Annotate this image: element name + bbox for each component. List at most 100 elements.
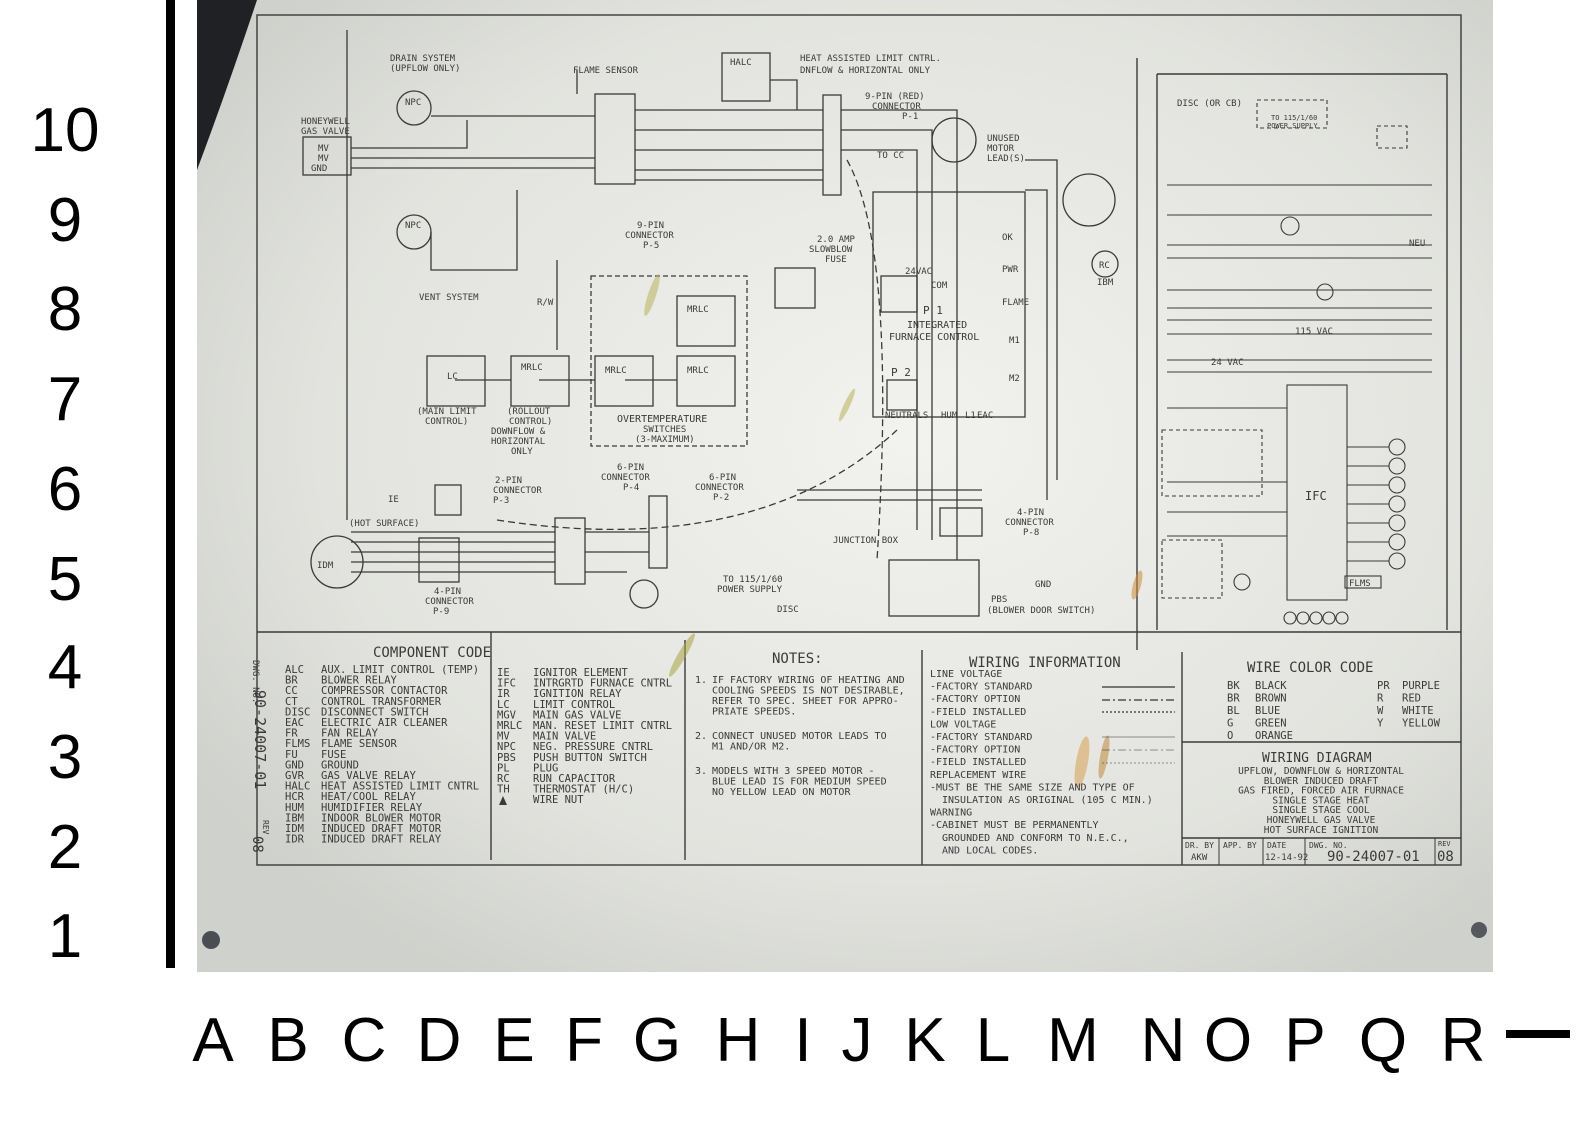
component-code-abbr: MV — [497, 731, 510, 743]
dwg-no-label-2: DWG. NO. — [1309, 841, 1348, 850]
row-label: 3 — [47, 723, 83, 792]
component-code-abbr: FLMS — [285, 738, 310, 750]
diagram-label: 2-PIN — [495, 476, 522, 486]
diagram-label: MRLC — [521, 363, 543, 373]
component-code-abbr: PBS — [497, 752, 516, 764]
wire-color-abbr: W — [1377, 705, 1384, 717]
wiring-diagram-title-block: WIRING DIAGRAM UPFLOW, DOWNFLOW & HORIZO… — [1185, 751, 1454, 865]
diagram-label: CONNECTOR — [695, 483, 744, 493]
diagram-label: CONNECTOR — [493, 486, 542, 496]
row-label: 6 — [47, 455, 83, 524]
diagram-label: CONTROL) — [425, 417, 468, 427]
diagram-label: NEU — [1409, 239, 1425, 249]
component-code-desc: IGNITOR ELEMENT — [533, 667, 629, 679]
note-text: COOLING SPEEDS IS NOT DESIRABLE, — [712, 686, 905, 697]
wiring-info-line: REPLACEMENT WIRE — [930, 770, 1026, 781]
note-text: M1 AND/OR M2. — [712, 742, 790, 753]
diagram-label: P-5 — [643, 241, 659, 251]
wiring-diagram-photo: DRAIN SYSTEM (UPFLOW ONLY) HONEYWELL GAS… — [197, 0, 1493, 972]
vertical-axis-bar — [166, 0, 175, 968]
diagram-label: HALC — [730, 58, 752, 68]
component-code-abbr: NPC — [497, 741, 516, 753]
wiring-info-line: INSULATION AS ORIGINAL (105 C MIN.) — [942, 795, 1153, 806]
component-code-abbr: GVR — [285, 770, 305, 782]
wire-color-abbr: O — [1227, 730, 1233, 742]
diagram-label: MV — [318, 144, 329, 154]
column-label: B — [267, 1006, 309, 1075]
diagram-label: GND — [311, 164, 327, 174]
component-code-abbr: PL — [497, 762, 510, 774]
dr-by-label: DR. BY — [1185, 841, 1214, 850]
diagram-label: (BLOWER DOOR SWITCH) — [987, 606, 1095, 616]
wiring-diagram-title: WIRING DIAGRAM — [1262, 751, 1372, 766]
wire-color-abbr: G — [1227, 718, 1233, 730]
note-number: 3. — [695, 766, 707, 777]
component-code-desc: AUX. LIMIT CONTROL (TEMP) — [321, 664, 479, 676]
diagram-label: 9-PIN (RED) — [865, 92, 925, 102]
column-label: D — [416, 1006, 462, 1075]
diagram-label: FLAME SENSOR — [573, 66, 639, 76]
dwg-no-label: DWG. NO. — [250, 660, 260, 703]
component-code-abbr: IR — [497, 688, 510, 700]
component-code-abbr: CT — [285, 696, 298, 708]
component-code-desc: GAS VALVE RELAY — [321, 770, 417, 782]
column-label: P — [1284, 1006, 1326, 1075]
diagram-label: 24 VAC — [1211, 358, 1244, 368]
component-code-desc: LIMIT CONTROL — [533, 699, 615, 711]
component-code-abbr: IDR — [285, 834, 305, 846]
diagram-label: DOWNFLOW & — [491, 427, 546, 437]
diagram-label: P-9 — [433, 607, 449, 617]
component-code-desc: INDUCED DRAFT MOTOR — [321, 823, 442, 835]
wiring-info-line: -FACTORY STANDARD — [930, 732, 1032, 743]
horizontal-axis-dash — [1506, 1030, 1570, 1038]
note-number: 2. — [695, 731, 707, 742]
wire-color-name: ORANGE — [1255, 730, 1293, 742]
component-code-desc: CONTROL TRANSFORMER — [321, 696, 442, 708]
diagram-label: 4-PIN — [1017, 508, 1044, 518]
wiring-diagram-line: SINGLE STAGE HEAT — [1272, 795, 1370, 806]
wiring-info-line: WARNING — [930, 808, 972, 819]
diagram-label: 4-PIN — [434, 587, 461, 597]
diagram-label: INTEGRATED — [907, 320, 967, 331]
paper-sheet — [197, 0, 1493, 972]
component-code-abbr: IFC — [497, 678, 516, 690]
wiring-info-line: -FACTORY OPTION — [930, 745, 1020, 756]
diagram-label: CONNECTOR — [1005, 518, 1054, 528]
diagram-label: MRLC — [687, 366, 709, 376]
wire-color-abbr: BL — [1227, 705, 1240, 717]
diagram-label: RC — [1099, 261, 1110, 271]
wire-color-name: RED — [1402, 693, 1421, 705]
diagram-label: L1 — [965, 411, 976, 421]
row-label: 7 — [47, 365, 83, 434]
component-code-abbr: HALC — [285, 781, 310, 793]
note-text: IF FACTORY WIRING OF HEATING AND — [712, 675, 905, 686]
diagram-label: HEAT ASSISTED LIMIT CNTRL. — [800, 54, 941, 64]
component-code-abbr: HCR — [285, 791, 305, 803]
diagram-label: HONEYWELL — [301, 117, 350, 127]
component-code-abbr: FU — [285, 749, 298, 761]
diagram-label: NPC — [405, 221, 421, 231]
bolt-icon — [1471, 922, 1487, 938]
component-code-abbr: ALC — [285, 664, 304, 676]
wire-nut-icon — [499, 796, 507, 805]
component-code-desc: DISCONNECT SWITCH — [321, 706, 428, 718]
column-label: R — [1440, 1006, 1486, 1075]
wiring-diagram-line: UPFLOW, DOWNFLOW & HORIZONTAL — [1238, 766, 1404, 777]
component-code-desc: PLUG — [533, 762, 558, 774]
component-code-abbr: LC — [497, 699, 510, 711]
note-text: CONNECT UNUSED MOTOR LEADS TO — [712, 731, 887, 742]
diagram-label: CONNECTOR — [872, 102, 921, 112]
date-label: DATE — [1267, 841, 1286, 850]
diagram-label: POWER SUPPLY — [1267, 122, 1318, 130]
rev-label: REV — [261, 820, 270, 835]
row-label: 4 — [47, 633, 83, 702]
rev-value: 08 — [1437, 849, 1454, 865]
component-code-desc: HEAT/COOL RELAY — [321, 791, 417, 803]
diagram-label: P 2 — [891, 366, 911, 379]
column-label: G — [632, 1006, 682, 1075]
diagram-label: CONNECTOR — [425, 597, 474, 607]
diagram-label: MRLC — [687, 305, 709, 315]
wiring-info-line: -FIELD INSTALLED — [930, 757, 1026, 768]
diagram-label: UNUSED — [987, 134, 1020, 144]
